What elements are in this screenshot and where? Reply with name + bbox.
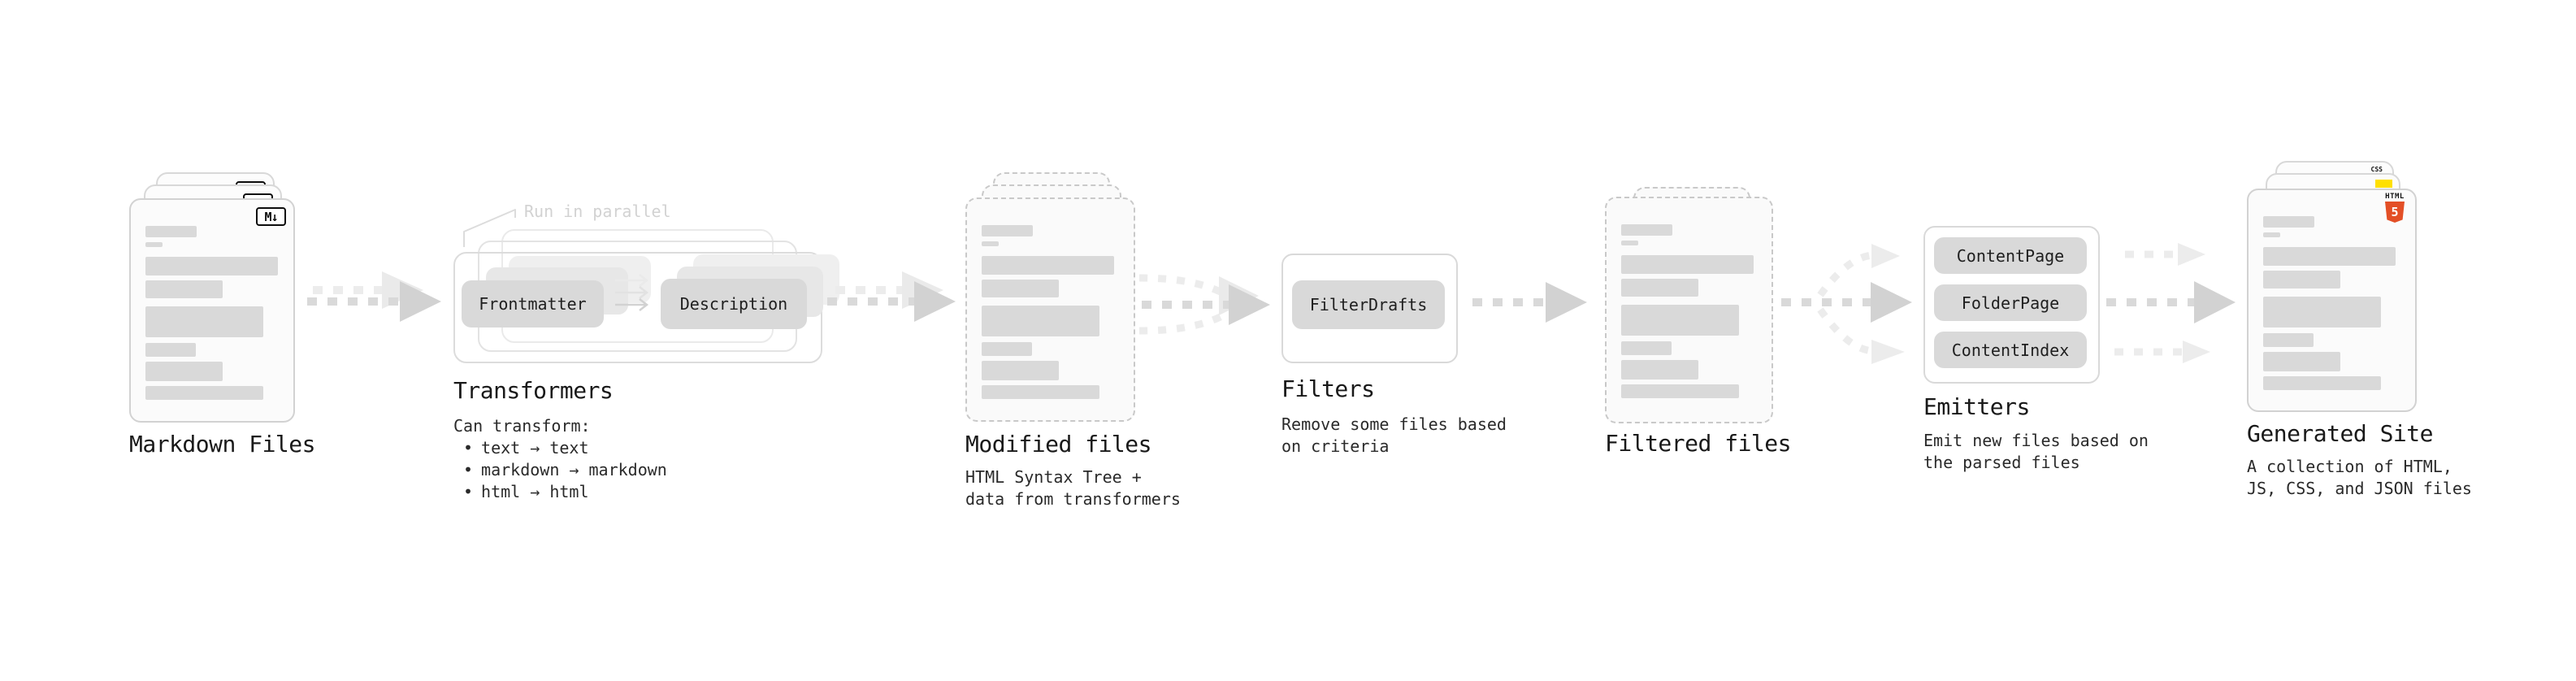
filterdrafts-pill: FilterDrafts [1292,280,1445,329]
transform-bullet-item: • html → html [453,481,667,503]
emitters-subtitle: Emit new files based on the parsed files [1923,431,2149,472]
arrow-modified-to-filters [1138,274,1270,335]
description-pill-label: Description [679,294,788,314]
generated-site-title: Generated Site [2247,420,2434,447]
skeleton-bar [1621,241,1638,245]
skeleton-bar [982,361,1059,380]
bullet-text: text → text [481,438,589,458]
run-in-parallel-label: Run in parallel [524,202,671,221]
arrow-filters-to-filtered [1472,282,1587,323]
skeleton-bar [982,241,999,246]
html5-icon-shield: 5 [2385,202,2405,223]
markdown-icon: M↓ [256,207,286,226]
markdown-icon-label: M↓ [264,209,278,224]
frontmatter-pill: Frontmatter [462,280,604,327]
skeleton-bar [2263,297,2381,327]
bullet-dot: • [463,460,474,479]
markdown-file-card-front: M↓ [129,198,295,423]
skeleton-bar [2263,216,2314,228]
skeleton-bar [982,256,1114,275]
skeleton-bar [145,306,263,337]
generated-site-subtitle: A collection of HTML, JS, CSS, and JSON … [2247,457,2472,498]
html5-icon-number: 5 [2391,204,2399,219]
skeleton-bar [1621,255,1754,274]
html5-icon: HTML 5 [2384,193,2405,223]
skeleton-bar [1621,341,1672,355]
frontmatter-pill-label: Frontmatter [479,294,587,314]
arrow-markdown-to-transformers [307,271,441,322]
skeleton-bar [982,225,1033,236]
generated-file-card-html: HTML 5 [2247,189,2417,412]
skeleton-bar [145,280,223,298]
modified-file-card-front [965,197,1135,422]
arrow-filtered-to-emitters [1781,244,1912,364]
filterdrafts-pill-label: FilterDrafts [1309,295,1428,314]
skeleton-bar [145,386,263,400]
transform-bullet-item: • text → text [453,437,667,459]
filtered-files-title: Filtered files [1605,430,1792,457]
skeleton-bar [1621,360,1698,380]
contentpage-pill-label: ContentPage [1956,245,2065,266]
can-transform-heading-text: Can transform: [453,416,591,436]
skeleton-bar [145,343,196,357]
modified-files-title: Modified files [965,431,1152,458]
skeleton-bar [145,226,197,237]
transformers-description: Can transform: • text → text • markdown → … [453,415,667,503]
skeleton-bar [982,342,1032,356]
skeleton-bar [1621,279,1698,297]
contentindex-pill: ContentIndex [1934,332,2087,368]
skeleton-bar [2263,271,2340,288]
modified-files-subtitle: HTML Syntax Tree + data from transformer… [965,467,1181,509]
js-icon [2375,180,2392,188]
skeleton-bar [2263,333,2314,347]
bullet-text: markdown → markdown [481,460,667,479]
skeleton-bar [982,280,1059,297]
arrow-emitters-to-generated [2106,243,2236,363]
html5-icon-label: HTML [2385,193,2405,201]
skeleton-bar [145,362,223,381]
transformers-title: Transformers [453,377,614,404]
css-icon: CSS [2371,167,2383,173]
contentpage-pill: ContentPage [1934,237,2087,274]
folderpage-pill: FolderPage [1934,284,2087,321]
skeleton-bar [982,306,1099,336]
arrow-transformers-to-modified [827,271,956,322]
skeleton-bar [2263,247,2396,266]
contentindex-pill-label: ContentIndex [1951,340,2070,360]
folderpage-pill-label: FolderPage [1961,293,2060,313]
skeleton-bar [145,257,278,275]
filters-subtitle: Remove some files based on criteria [1281,414,1507,456]
skeleton-bar [1621,305,1739,336]
skeleton-bar [145,242,163,247]
filtered-file-card-front [1605,197,1773,423]
css-icon-label: CSS [2370,166,2383,173]
bullet-text: html → html [481,482,589,501]
bullet-dot: • [463,482,474,501]
description-pill: Description [661,279,807,329]
can-transform-heading: Can transform: [453,415,667,437]
skeleton-bar [2263,352,2340,371]
skeleton-bar [982,385,1099,399]
markdown-files-title: Markdown Files [129,431,316,458]
bullet-dot: • [463,438,474,458]
skeleton-bar [2263,232,2280,237]
filters-title: Filters [1281,375,1375,402]
emitters-title: Emitters [1923,393,2030,420]
skeleton-bar [1621,224,1672,236]
transform-bullet-item: • markdown → markdown [453,459,667,481]
skeleton-bar [1621,384,1739,398]
skeleton-bar [2263,376,2381,390]
